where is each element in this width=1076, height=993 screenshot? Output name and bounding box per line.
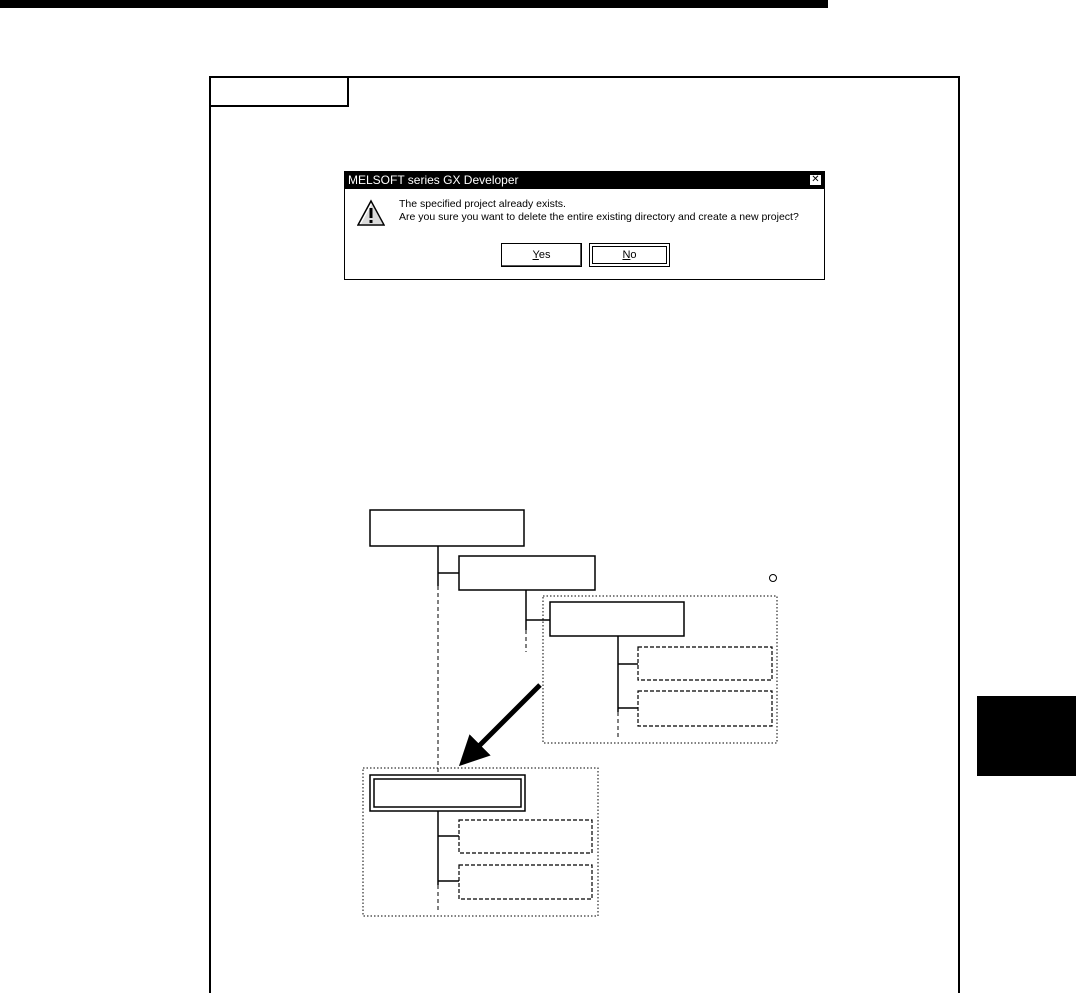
frame-label-tab — [209, 76, 349, 107]
header-rule — [0, 0, 828, 8]
existing-project-group — [542, 595, 778, 744]
no-label: o — [630, 249, 637, 261]
existing-project-box — [549, 601, 685, 637]
header-rule-tail — [828, 0, 1076, 1]
page-frame — [209, 76, 960, 993]
new-project-box-inner — [373, 778, 522, 808]
arrow-icon — [458, 683, 542, 767]
dialog-title-bar: MELSOFT series GX Developer ✕ — [345, 172, 824, 189]
existing-file-box-2 — [637, 690, 773, 727]
new-project-group — [362, 767, 599, 917]
dialog-message-line-2: Are you sure you want to delete the enti… — [399, 211, 799, 223]
circle-mark — [769, 574, 777, 582]
warning-icon — [357, 199, 385, 226]
existing-file-box-1 — [637, 646, 773, 681]
confirm-dialog: MELSOFT series GX Developer ✕ The specif… — [344, 171, 825, 280]
close-icon[interactable]: ✕ — [809, 174, 822, 186]
root-folder-box — [369, 509, 525, 547]
yes-button[interactable]: Yes — [501, 243, 582, 267]
dialog-title: MELSOFT series GX Developer — [348, 173, 519, 187]
chapter-tab — [977, 696, 1076, 776]
sub-folder-box — [458, 555, 596, 591]
new-file-box-2 — [458, 864, 593, 900]
new-file-box-1 — [458, 819, 593, 854]
no-mnemonic: N — [622, 249, 631, 261]
no-button[interactable]: No — [589, 243, 670, 267]
dialog-message-line-1: The specified project already exists. — [399, 198, 566, 210]
yes-mnemonic: Y — [532, 249, 539, 261]
yes-label: es — [538, 249, 551, 261]
